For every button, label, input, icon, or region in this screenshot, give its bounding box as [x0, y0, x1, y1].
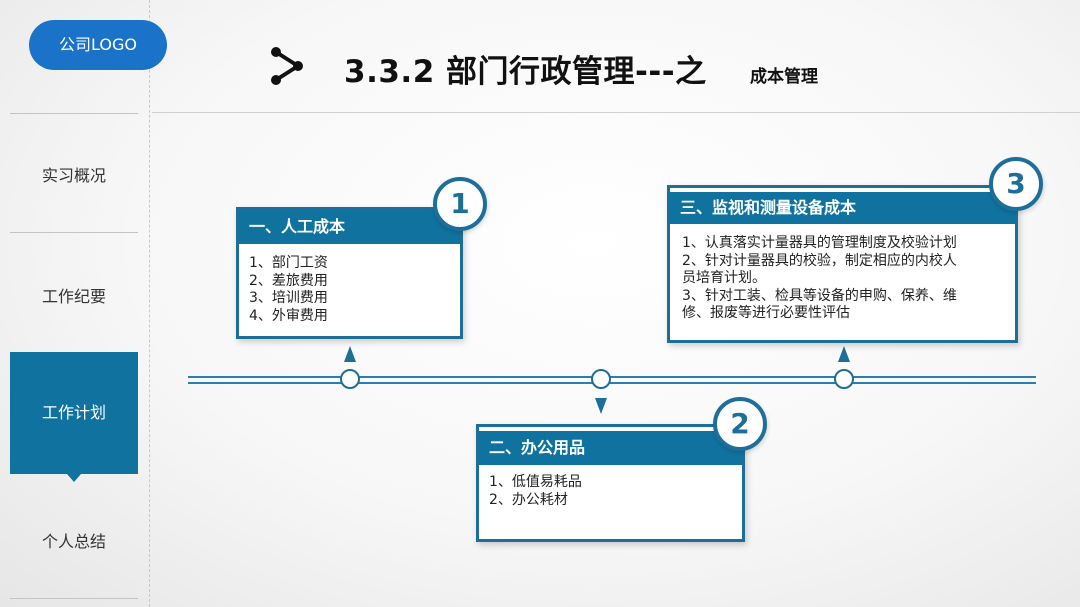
card-line: 1、低值易耗品	[489, 474, 582, 490]
timeline-node-2	[591, 369, 611, 389]
page-subtitle: 成本管理	[750, 67, 818, 87]
card-line: 2、针对计量器具的校验，制定相应的内校人	[682, 252, 957, 269]
header-divider	[152, 112, 1080, 113]
card-line: 员培育计划。	[682, 270, 766, 286]
card-line: 2、差旅费用	[249, 272, 328, 289]
cost-card-measuring-equipment: 三、监视和测量设备成本 1、认真落实计量器具的管理制度及校验计划 2、针对计量器…	[667, 185, 1018, 343]
card-line: 2、办公耗材	[489, 491, 568, 508]
card-line: 1、部门工资	[249, 255, 328, 271]
arrow-down-icon	[595, 398, 607, 414]
sidebar-separator	[10, 113, 138, 114]
page-title: 3.3.2 部门行政管理---之	[344, 54, 707, 90]
share-node-icon	[271, 47, 303, 85]
card-line: 3、针对工装、检具等设备的申购、保养、维	[682, 287, 957, 304]
step-number-badge: 1	[433, 177, 487, 231]
card-title: 三、监视和测量设备成本	[670, 192, 1015, 224]
company-logo: 公司LOGO	[29, 20, 167, 70]
card-title: 二、办公用品	[479, 431, 742, 465]
sidebar-separator	[10, 598, 138, 599]
cost-card-labor: 一、人工成本 1、部门工资 2、差旅费用 3、培训费用 4、外审费用	[236, 207, 463, 339]
sidebar-item-work-summary[interactable]: 工作纪要	[41, 287, 106, 306]
card-body: 1、部门工资 2、差旅费用 3、培训费用 4、外审费用	[249, 255, 328, 325]
timeline-line	[188, 376, 1036, 384]
arrow-up-icon	[344, 346, 356, 362]
sidebar-item-personal-summary[interactable]: 个人总结	[41, 532, 106, 551]
card-line: 4、外审费用	[249, 307, 328, 324]
sidebar-item-internship-overview[interactable]: 实习概况	[41, 166, 106, 185]
sidebar-item-work-plan[interactable]: 工作计划	[10, 352, 138, 474]
card-line: 1、认真落实计量器具的管理制度及校验计划	[682, 235, 957, 251]
arrow-up-icon	[838, 346, 850, 362]
sidebar-divider	[149, 0, 150, 607]
sidebar-separator	[10, 232, 138, 233]
timeline-node-1	[340, 369, 360, 389]
card-line: 3、培训费用	[249, 290, 328, 306]
card-body: 1、低值易耗品 2、办公耗材	[489, 474, 582, 509]
active-indicator	[67, 474, 81, 482]
card-body: 1、认真落实计量器具的管理制度及校验计划 2、针对计量器具的校验，制定相应的内校…	[682, 235, 957, 323]
step-number-badge: 3	[989, 157, 1043, 211]
step-number-badge: 2	[713, 397, 767, 451]
timeline-node-3	[834, 369, 854, 389]
card-title: 一、人工成本	[239, 210, 460, 244]
card-line: 修、报废等进行必要性评估	[682, 305, 850, 321]
cost-card-office-supplies: 二、办公用品 1、低值易耗品 2、办公耗材	[476, 424, 745, 542]
